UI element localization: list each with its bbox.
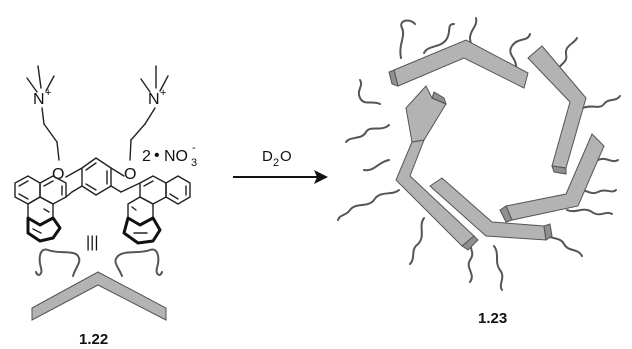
equivalence-sign: ||| bbox=[86, 234, 98, 251]
chevron-bottom-left bbox=[395, 139, 475, 247]
counterion-coefficient: 2 bbox=[142, 148, 151, 165]
chevron-top-right bbox=[527, 45, 587, 169]
counterion-formula: NO bbox=[164, 148, 188, 165]
central-benzene-ring bbox=[71, 157, 122, 196]
right-ammonium-group: N + O bbox=[110, 65, 169, 183]
right-oxygen-label: O bbox=[124, 166, 136, 183]
assembly-1-23: 1.23 bbox=[337, 17, 621, 327]
left-anthracene bbox=[14, 175, 73, 243]
left-oxygen-label: O bbox=[52, 166, 64, 183]
chevron-right bbox=[505, 133, 605, 221]
assembly-tails bbox=[337, 17, 621, 291]
counterion-subscript: 3 bbox=[191, 157, 197, 169]
reaction-arrow-head bbox=[314, 170, 328, 184]
molecule-cartoon bbox=[31, 248, 167, 321]
right-anthracene bbox=[120, 175, 191, 245]
reagent-subscript: 2 bbox=[273, 157, 279, 169]
reagent-o: O bbox=[280, 148, 292, 165]
right-nitrogen-label: N bbox=[148, 91, 160, 108]
counterion-charge: - bbox=[192, 142, 196, 154]
reaction-arrow-group: D 2 O bbox=[233, 148, 328, 184]
compound-label-1-22: 1.22 bbox=[79, 331, 108, 348]
reagent-d: D bbox=[262, 148, 273, 165]
chevron-left bbox=[405, 85, 447, 143]
right-nitrogen-charge: + bbox=[160, 87, 166, 99]
chevron-top bbox=[393, 39, 529, 89]
counterion: 2 • NO 3 - bbox=[142, 142, 197, 169]
left-nitrogen-label: N bbox=[33, 91, 45, 108]
cartoon-chevron bbox=[31, 271, 167, 321]
molecule-1-22: N + O N + O 2 • NO 3 - bbox=[14, 65, 197, 348]
left-ammonium-group: N + O bbox=[26, 65, 83, 183]
left-nitrogen-charge: + bbox=[45, 87, 51, 99]
assembly-chevrons bbox=[388, 39, 605, 251]
counterion-dot: • bbox=[154, 147, 160, 164]
compound-label-1-23: 1.23 bbox=[478, 310, 507, 327]
